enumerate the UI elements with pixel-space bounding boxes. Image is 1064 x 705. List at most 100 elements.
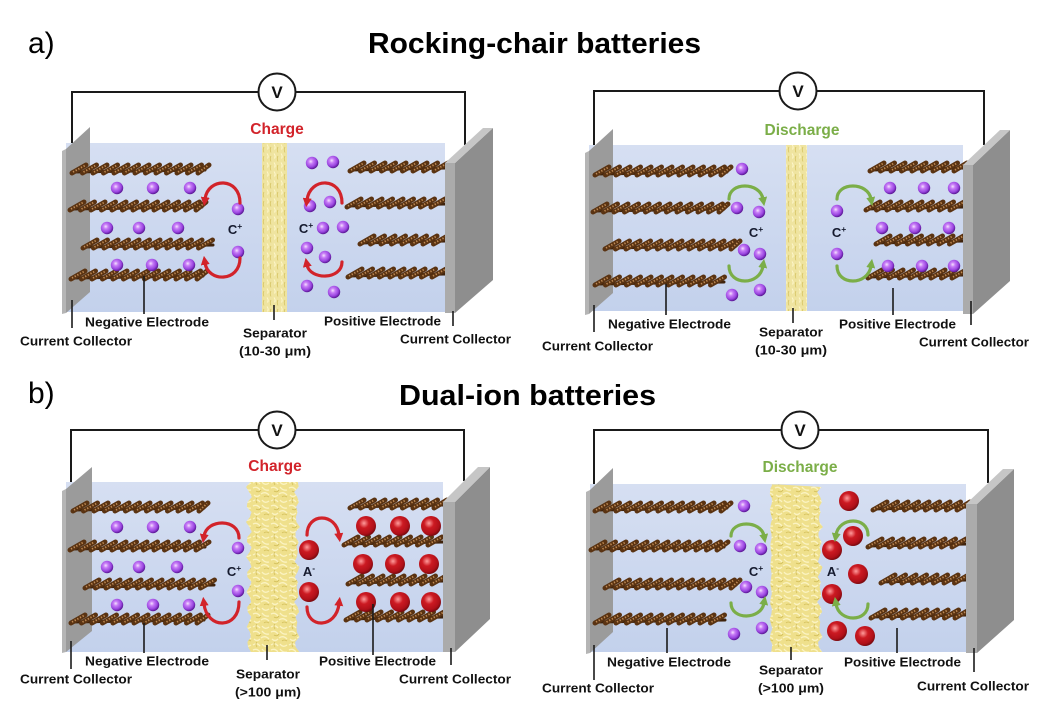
anion [822,540,842,560]
graphite-rod-highlight [698,203,712,212]
cation [755,621,769,635]
graphite-rod-highlight [686,541,699,550]
graphite-rod-highlight [361,499,374,508]
ion-charge: + [237,221,242,231]
voltmeter-icon [778,71,818,111]
negative-electrode-layer [590,201,731,215]
section-a-heading: a) Rocking-chair batteries [28,27,701,60]
cell-b-discharge-labels: V Discharge C+ A- Negative Electrode Cur… [542,421,1029,696]
ion-flow-arrow [835,184,876,207]
ion-symbol: C [749,225,759,240]
graphite-rod-highlight [884,501,897,510]
graphite-rod-highlight [902,574,916,583]
graphite-rod-highlight [897,235,911,244]
process-label: Discharge [765,122,840,139]
graphite-rod-highlight [913,574,926,583]
collector-side-face [977,469,1014,653]
ion-label-positive-side: C+ [299,220,313,236]
graphite-rod-highlight [700,502,714,511]
graphite-rod-highlight [430,611,444,620]
graphite-rod-highlight [903,609,916,618]
rocking-chair-charge-cell [62,72,493,328]
graphite-rod-highlight [348,575,362,584]
graphite-rod-highlight [388,611,402,620]
graphite-rod-highlight [155,614,169,623]
cation [305,156,319,170]
circuit-wire [70,429,465,485]
cation [182,258,196,272]
graphite-rod-highlight [908,201,922,210]
collector-edge-face [62,489,66,653]
graphite-rod-highlight [892,609,906,618]
graphite-rod-highlight [595,166,609,175]
graphite-rod-highlight [155,270,169,279]
graphite-rod-highlight [868,269,882,278]
cation [727,627,741,641]
ion-label-anion: A- [827,563,839,579]
graphite-rod-highlight [199,239,212,248]
graphite-rod-highlight [71,614,85,623]
negative-electrode-layer [67,539,212,553]
cation [323,195,337,209]
graphite-rod-highlight [112,201,126,210]
graphite-rod-highlight [595,502,609,511]
negative-electrode-layer [80,237,215,251]
cation [316,221,330,235]
separator [769,484,823,652]
graphite-rod-highlight [346,611,360,620]
dual-ion-charge-cell [62,410,490,669]
negative-electrode-layer [592,164,734,178]
negative-electrode-layer [602,238,743,252]
graphite-rod-highlight [188,239,202,248]
cation [231,584,245,598]
circuit-wire [593,90,985,147]
graphite-rod-highlight [711,502,724,511]
ion-label-positive-side: C+ [832,224,846,240]
current-collector-right [443,467,490,652]
graphite-rod-highlight [148,579,162,588]
graphite-rod-highlight [921,538,934,547]
graphite-rod-highlight [926,501,939,510]
graphite-rod-highlight [889,538,903,547]
graphite-rod-highlight [929,235,942,244]
anion [299,582,319,602]
positive-electrode-label: Positive Electrode [324,314,441,329]
graphite-rod-highlight [167,164,180,173]
process-label: Charge [248,458,302,475]
anion [390,592,410,612]
negative-electrode [588,500,743,626]
process-label: Charge [250,121,304,138]
graphite-rod-highlight [658,166,672,175]
graphite-rod-highlight [950,201,964,210]
collector-front-face [966,504,977,653]
graphite-rod-highlight [952,538,966,547]
ion-symbol: A [303,564,313,579]
graphite-rod-highlight [422,575,435,584]
graphite-rod-highlight [381,235,395,244]
cell-a-charge-labels: V Charge C+ C+ Negative Electrode Curren… [20,83,511,359]
graphite-rod-highlight [96,579,109,588]
positive-electrode-label: Positive Electrode [319,654,436,669]
graphite-rod-highlight [175,541,189,550]
graphite-rod-highlight [711,276,724,285]
graphite-rod-highlight [696,541,710,550]
graphite-rod-highlight [677,203,691,212]
negative-electrode [590,164,743,288]
graphite-rod-highlight [648,276,661,285]
graphite-rod-highlight [157,239,170,248]
positive-electrode [344,160,451,280]
graphite-rod-highlight [887,201,901,210]
graphite-rod-highlight [344,536,358,545]
graphite-rod-highlight [604,203,617,212]
graphite-rod-highlight [711,614,724,623]
cation [737,499,751,513]
collector-front-face [445,163,455,313]
graphite-rod-highlight [169,579,183,588]
ion-charge: - [836,563,839,573]
graphite-rod-highlight [400,198,413,207]
graphite-rod-highlight [700,614,714,623]
graphite-rod-highlight [83,239,97,248]
graphite-rod-highlight [145,270,158,279]
cation [336,220,350,234]
section-title-rocking-chair: Rocking-chair batteries [368,28,701,60]
